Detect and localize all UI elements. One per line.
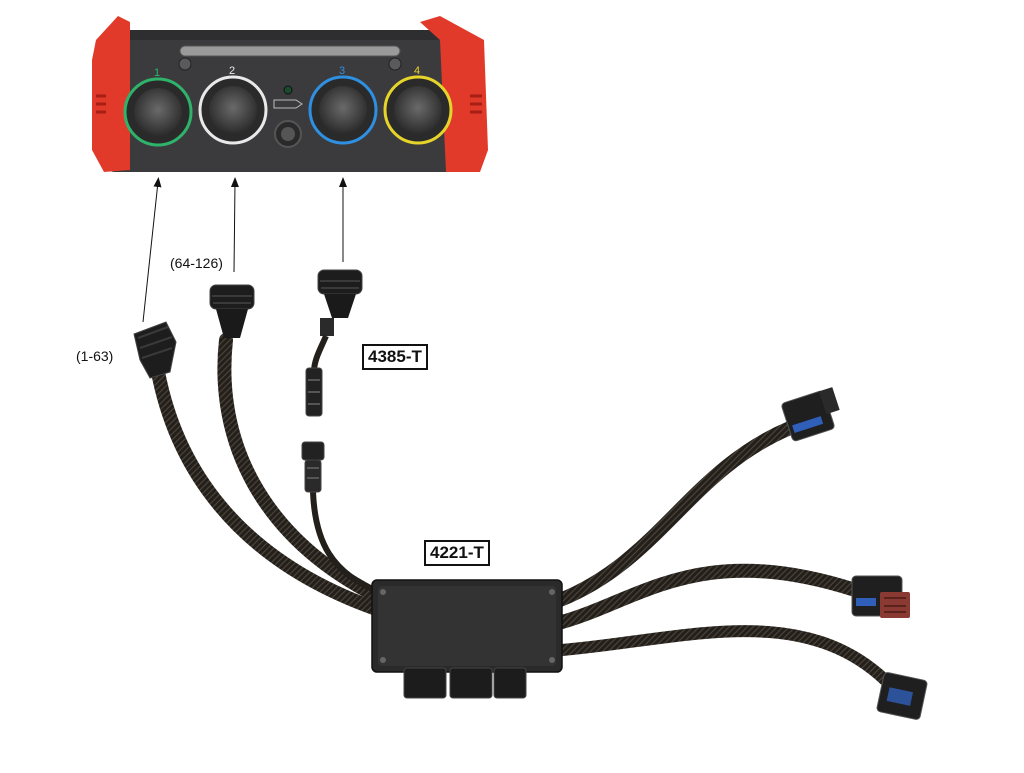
port-3	[308, 75, 378, 145]
ecu-connector-bottom	[876, 672, 928, 720]
range-label-1: (1-63)	[76, 348, 114, 364]
breakout-part-label: 4221-T	[424, 540, 490, 566]
box-plug-3	[493, 667, 527, 699]
port-2-number: 2	[229, 65, 235, 77]
port-1	[123, 77, 193, 147]
cable-right-middle	[555, 563, 862, 629]
adapter-connector-bottom	[301, 441, 325, 493]
measurement-device: 1 2 3 4	[92, 16, 488, 172]
right-bumper	[420, 16, 488, 172]
status-led-icon	[283, 85, 293, 95]
connector-1	[133, 321, 177, 379]
adapter-part-label: 4385-T	[362, 344, 428, 370]
arrow-to-port-1	[142, 177, 162, 323]
range-label-2: (64-126)	[170, 255, 223, 271]
cable-right-bottom	[556, 625, 891, 686]
device-front-panel	[108, 40, 458, 172]
port-1-number: 1	[154, 67, 160, 79]
cable-1	[151, 365, 392, 619]
connector-2	[209, 284, 255, 338]
breakout-box	[371, 579, 563, 699]
device-handle	[179, 45, 401, 57]
port-2	[198, 75, 268, 145]
harness-cables	[151, 333, 891, 686]
port-4-number: 4	[414, 65, 420, 77]
port-4	[383, 75, 453, 145]
port-3-number: 3	[339, 65, 345, 77]
cable-adapter	[310, 489, 388, 597]
arrow-to-port-2	[230, 177, 239, 273]
ecu-connector-top	[781, 387, 840, 442]
cable-2	[217, 333, 392, 607]
left-bumper	[92, 16, 130, 172]
cable-right-top	[553, 421, 797, 607]
box-plug-2	[449, 667, 493, 699]
box-plug-1	[403, 667, 447, 699]
ecu-connector-middle	[851, 575, 910, 618]
probe-icon	[273, 99, 303, 109]
adapter-connector-top	[305, 269, 363, 417]
